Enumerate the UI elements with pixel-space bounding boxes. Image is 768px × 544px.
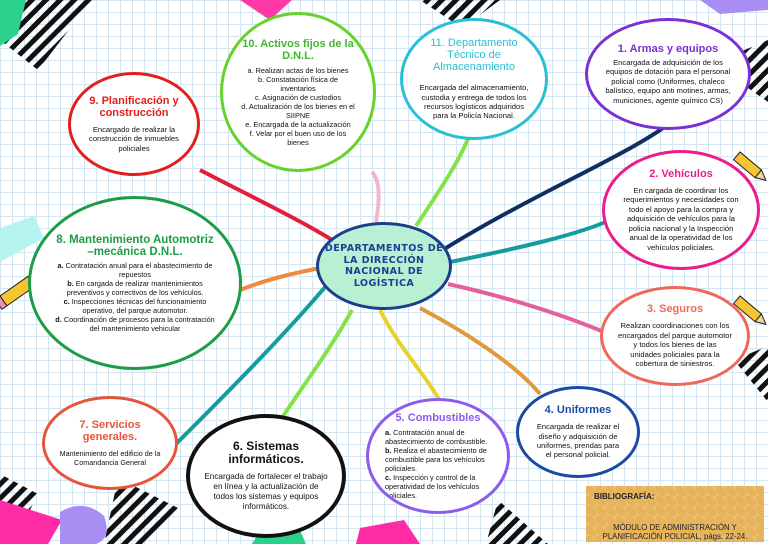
striped-triangle-bottom-right <box>486 500 548 544</box>
link-n10 <box>370 170 381 223</box>
striped-shape-right <box>740 40 768 102</box>
bibliography-text: MÓDULO DE ADMINISTRACIÓN Y PLANIFICACIÓN… <box>602 523 748 541</box>
bibliography-box: BIBLIOGRAFÍA: MÓDULO DE ADMINISTRACIÓN Y… <box>586 486 764 542</box>
node-activos-fijos: 10. Activos fijos de la D.N.L. a. Realiz… <box>220 12 376 172</box>
node-description: Realizan coordinaciones con los encargad… <box>618 321 732 369</box>
green-shape-top-left <box>0 0 26 46</box>
node-description: Encargada de realizar el diseño y adquis… <box>536 422 620 460</box>
link-n9 <box>199 168 334 242</box>
node-description: Encargada de adquisición de los equipos … <box>605 57 731 105</box>
node-title: 3. Seguros <box>646 303 704 316</box>
purple-shape-top-right <box>700 0 768 14</box>
node-item: c. Inspección y control de la operativid… <box>385 473 480 500</box>
node-item: a. Contratación anual para el abastecimi… <box>57 260 213 279</box>
node-item: e. Encargada de la actualización <box>245 119 351 129</box>
striped-triangle-right-mid <box>734 346 768 402</box>
node-description: Mantenimiento del edificio de la Comanda… <box>59 448 161 467</box>
blob-bottom-left <box>60 505 107 544</box>
node-item: c. Inspecciones técnicas del funcionamie… <box>63 296 207 315</box>
link-n2 <box>449 218 611 264</box>
striped-triangle-top-right <box>420 0 500 28</box>
node-item: d. Actualización de los bienes en el SII… <box>241 101 355 120</box>
node-title: 5. Combustibles <box>395 412 481 424</box>
pencil-icon-right-top <box>732 151 767 181</box>
node-item: b. Constatación física de inventarios <box>258 74 338 93</box>
node-item: c. Asignación de custodios <box>255 92 341 102</box>
link-n3 <box>447 282 605 334</box>
node-item: d. Coordinación de procesos para la cont… <box>55 314 215 333</box>
node-seguros: 3. Seguros Realizan coordinaciones con l… <box>600 286 750 386</box>
node-description: Encargada de fortalecer el trabajo en lí… <box>204 472 328 511</box>
node-title: 8. Mantenimiento Automotriz –mecánica D.… <box>56 233 214 258</box>
striped-triangle-top-left <box>0 0 92 70</box>
node-items: a. Contratación anual de abastecimiento … <box>385 428 491 500</box>
pink-wedge-bottom-mid <box>356 520 420 544</box>
link-n6 <box>280 309 354 420</box>
node-title: 7. Servicios generales. <box>79 418 141 443</box>
node-item: f. Velar por el buen uso de los bienes <box>249 128 347 147</box>
node-title: 4. Uniformes <box>544 404 612 417</box>
node-title: 11. Departamento Técnico de Almacenamien… <box>430 37 518 74</box>
node-title: 1. Armas y equipos <box>617 42 719 55</box>
node-items: a. Realizan actas de los bienes b. Const… <box>241 66 355 147</box>
central-topic: DEPARTAMENTOS DE LA DIRECCIÓN NACIONAL D… <box>316 222 452 310</box>
pink-wedge-bottom-left <box>0 500 62 544</box>
node-title: 10. Activos fijos de la D.N.L. <box>242 37 354 62</box>
node-planificacion-y-construccion: 9. Planificación y construcción Encargad… <box>68 72 200 176</box>
node-description: Encargada del almacenamiento, custodia y… <box>419 83 529 121</box>
node-servicios-generales: 7. Servicios generales. Mantenimiento de… <box>42 396 178 490</box>
bibliography-heading: BIBLIOGRAFÍA: <box>594 492 655 501</box>
node-item: a. Realizan actas de los bienes <box>247 65 349 75</box>
link-n8 <box>239 266 321 292</box>
pink-wedge-top <box>240 0 292 20</box>
node-title: 6. Sistemas informáticos. <box>228 439 304 466</box>
node-title: 9. Planificación y construcción <box>89 94 179 119</box>
link-n4 <box>419 306 542 396</box>
link-n5 <box>378 309 442 403</box>
node-item: b. Realiza el abastecimiento de combusti… <box>385 446 487 473</box>
node-sistemas-informaticos: 6. Sistemas informáticos. Encargada de f… <box>186 414 346 538</box>
node-uniformes: 4. Uniformes Encargada de realizar el di… <box>516 386 640 478</box>
node-mantenimiento-automotriz: 8. Mantenimiento Automotriz –mecánica D.… <box>28 196 242 370</box>
link-n1 <box>444 116 678 250</box>
cyan-shape-left <box>0 216 44 262</box>
link-n11 <box>414 133 472 228</box>
node-item: a. Contratación anual de abastecimiento … <box>385 428 488 446</box>
striped-triangle-bottom-mid <box>104 478 178 544</box>
pencil-icon-right-bottom <box>732 295 767 325</box>
node-title: 2. Vehículos <box>649 168 713 181</box>
central-topic-title: DEPARTAMENTOS DE LA DIRECCIÓN NACIONAL D… <box>324 243 444 289</box>
node-description: Encargado de realizar la construcción de… <box>89 124 179 153</box>
node-vehiculos: 2. Vehículos En cargada de coordinar los… <box>602 150 760 270</box>
node-description: En cargada de coordinar los requerimient… <box>623 186 739 252</box>
node-armas-y-equipos: 1. Armas y equipos Encargada de adquisic… <box>585 18 751 130</box>
node-departamento-tecnico-almacenamiento: 11. Departamento Técnico de Almacenamien… <box>400 18 548 140</box>
node-items: a. Contratación anual para el abastecimi… <box>53 261 217 333</box>
node-item: b. En cargada de realizar mantenimientos… <box>66 278 204 297</box>
link-n7 <box>172 284 328 448</box>
node-combustibles: 5. Combustibles a. Contratación anual de… <box>366 398 510 514</box>
